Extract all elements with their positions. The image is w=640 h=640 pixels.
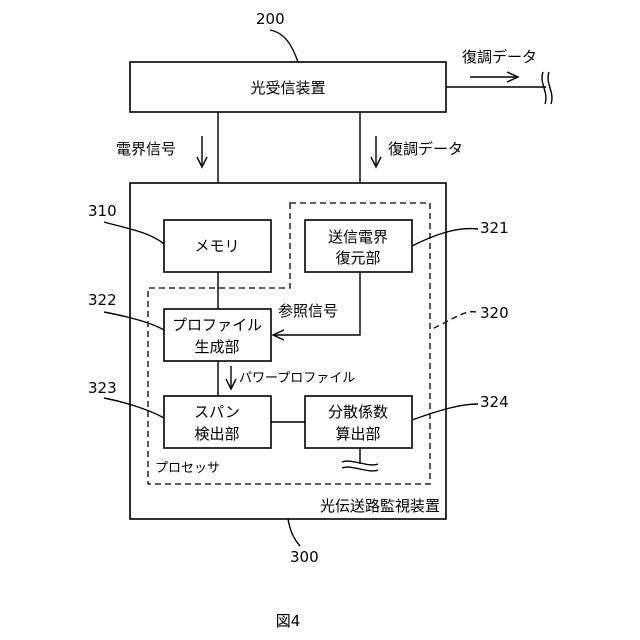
ref-200-leader [270,30,298,62]
span-detector-label-line1: スパン [194,403,240,421]
ref-310-label: 310 [88,202,117,220]
span-detector-label-line2: 検出部 [194,425,239,443]
optical-transceiver-label: 光受信装置 [250,79,325,97]
ref-320-label: 320 [480,304,509,322]
power-profile-label: パワープロファイル [239,371,355,386]
field-signal-label: 電界信号 [116,140,176,158]
demod-data-top-label: 復調データ [462,48,537,66]
dispersion-calculator-label-line2: 算出部 [335,425,380,443]
field-restore-label-line2: 復元部 [335,249,380,267]
ref-300-label: 300 [290,548,319,566]
monitor-device-label: 光伝送路監視装置 [320,497,440,515]
profile-generator-label-line1: プロファイル [172,316,262,334]
dispersion-calculator-label-line1: 分散係数 [328,403,388,421]
reference-signal-label: 参照信号 [278,302,338,320]
demod-data-mid-label: 復調データ [388,140,463,158]
ref-322-label: 322 [88,291,117,309]
figure-caption: 図4 [276,612,301,630]
ref-300-leader [288,519,300,546]
field-restore-label-line1: 送信電界 [328,228,388,246]
output-break-mark [542,72,552,104]
profile-generator-label-line2: 生成部 [194,338,239,356]
ref-324-label: 324 [480,393,509,411]
processor-label: プロセッサ [155,461,220,476]
ref-321-label: 321 [480,219,509,237]
memory-label: メモリ [194,237,239,255]
ref-200-label: 200 [256,10,285,28]
ref-323-label: 323 [88,379,117,397]
